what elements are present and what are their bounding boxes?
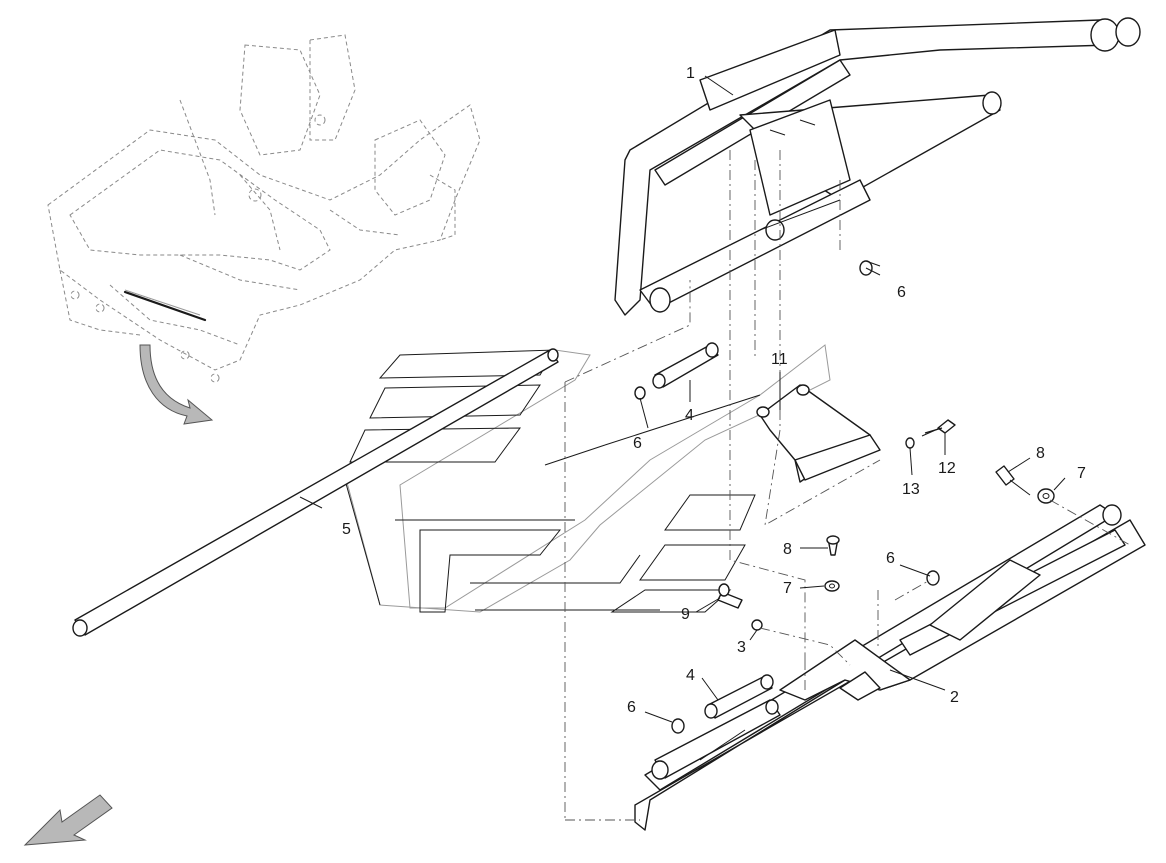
overview-machine-frame	[47, 34, 481, 383]
part-7-washer-right	[1037, 488, 1055, 504]
part-5-long-rod	[72, 348, 559, 637]
part-6-bushing-mid	[634, 386, 646, 400]
leader-lines	[299, 75, 1066, 723]
part-9-bolt	[717, 583, 743, 609]
callout-6-mid: 6	[633, 435, 642, 452]
part-12-bolt	[921, 419, 956, 437]
part-4-lower-pin	[704, 674, 774, 719]
part-4-upper-pin	[652, 342, 719, 389]
part-6-bushing-top	[859, 260, 881, 276]
part-11-bracket	[756, 384, 881, 483]
part-2-lower-frame	[634, 504, 1146, 831]
callout-11: 11	[771, 351, 788, 368]
callout-4-upper: 4	[685, 407, 694, 424]
callout-4-lower: 4	[686, 667, 695, 684]
callout-6-top: 6	[897, 284, 906, 301]
part-1-upper-frame	[614, 17, 1141, 316]
part-6-bushing-right	[926, 570, 940, 586]
callout-7-lower: 7	[783, 580, 792, 597]
callout-8-right: 8	[1036, 445, 1045, 462]
callout-labels: 1 2 3 4 4 5 6 6 6 6 7 7 8 8 9 11 12 13	[342, 65, 1086, 716]
part-7-washer-lower	[824, 580, 840, 592]
part-13-washer	[905, 437, 915, 449]
callout-12: 12	[938, 460, 956, 477]
part-8-bolt-right	[995, 465, 1031, 496]
callout-9: 9	[681, 606, 690, 623]
direction-arrow	[23, 794, 113, 846]
callout-13: 13	[902, 481, 920, 498]
callout-6-right: 6	[886, 550, 895, 567]
part-6-bushing-low	[671, 718, 685, 734]
detail-curved-arrow	[139, 344, 214, 425]
callout-3: 3	[737, 639, 746, 656]
callout-7-right: 7	[1077, 465, 1086, 482]
callout-1: 1	[686, 65, 695, 82]
callout-2: 2	[950, 689, 959, 706]
callout-8-lower: 8	[783, 541, 792, 558]
part-8-bolt-lower	[826, 535, 840, 556]
alignment-lines	[564, 150, 1131, 821]
callout-5: 5	[342, 521, 351, 538]
guard-panels-outline	[344, 344, 831, 613]
callout-6-low: 6	[627, 699, 636, 716]
